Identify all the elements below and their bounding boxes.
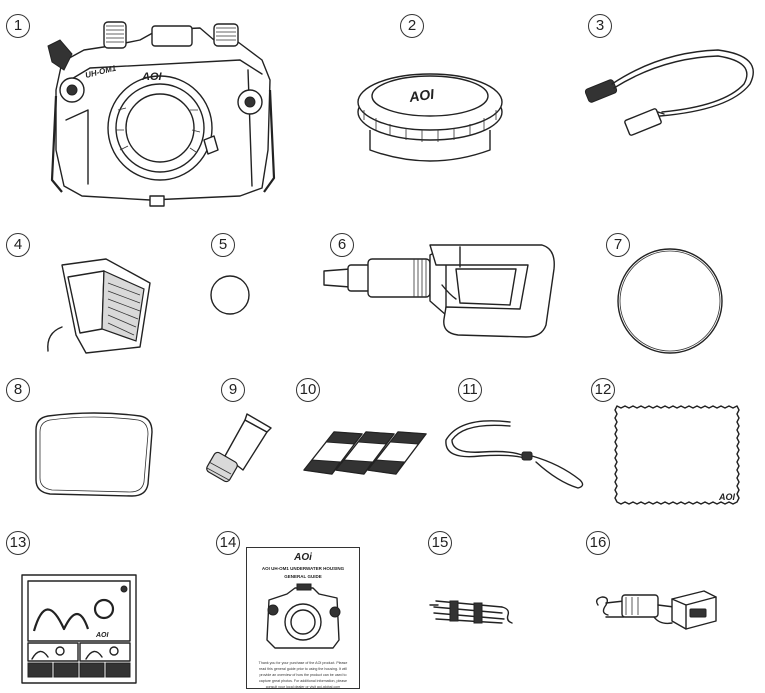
sticker-sheet-icon: AOI	[21, 574, 137, 684]
item-3-usb-cable: 3	[570, 0, 765, 160]
item-number-15: 15	[428, 531, 452, 555]
item-8-rect-o-ring: 8	[0, 370, 180, 510]
item-6-vacuum-pump: 6	[310, 225, 570, 355]
lcd-hood-icon	[47, 258, 151, 354]
manual-subtitle: GENERAL GUIDE	[284, 574, 322, 579]
vacuum-pump-icon	[323, 244, 555, 338]
item-number-14: 14	[216, 531, 240, 555]
item-number-5: 5	[211, 233, 235, 257]
item-number-13: 13	[6, 531, 30, 555]
item-number-16: 16	[586, 531, 610, 555]
camera-housing-icon: UH-OM1 AOI	[47, 21, 276, 207]
sticker-brand-logo: AOI	[95, 632, 110, 639]
rectangular-o-ring-icon	[35, 412, 153, 497]
item-4-lcd-hood: 4	[0, 225, 180, 365]
cap-brand-logo: AOI	[407, 86, 436, 106]
item-number-12: 12	[591, 378, 615, 402]
housing-cap-icon: AOI	[357, 73, 503, 162]
small-o-ring-icon	[210, 275, 250, 315]
cable-bundle-icon	[429, 600, 513, 624]
item-number-6: 6	[330, 233, 354, 257]
item-number-3: 3	[588, 14, 612, 38]
item-2-cap: 2 AOI	[340, 0, 520, 190]
optical-cable-adapter-icon	[595, 590, 717, 630]
cleaning-cloth-icon: AOI	[614, 405, 740, 505]
manual-housing-illustration	[266, 583, 341, 649]
item-number-2: 2	[400, 14, 424, 38]
item-10-silica-gel: 10	[290, 370, 440, 510]
item-number-8: 8	[6, 378, 30, 402]
large-o-ring-icon	[617, 248, 723, 354]
item-16-optical-adapter: 16	[580, 525, 765, 693]
item-number-1: 1	[6, 14, 30, 38]
manual-logo: AOi	[294, 552, 312, 563]
item-11-lanyard: 11	[440, 370, 600, 510]
housing-brand-logo: AOI	[141, 71, 163, 83]
item-number-10: 10	[296, 378, 320, 402]
item-number-11: 11	[458, 378, 482, 402]
user-manual-icon: AOi AOI UH-OM1 UNDERWATER HOUSING GENERA…	[246, 547, 360, 689]
item-5-small-o-ring: 5	[195, 225, 275, 335]
item-number-9: 9	[221, 378, 245, 402]
item-13-stickers: 13 AOI	[0, 525, 160, 693]
item-12-cleaning-cloth: 12 AOI	[585, 370, 765, 515]
item-14-manual: 14 AOi AOI UH-OM1 UNDERWATER HOUSING GEN…	[210, 525, 380, 693]
manual-title: AOI UH-OM1 UNDERWATER HOUSING	[261, 566, 345, 571]
item-7-large-o-ring: 7	[600, 225, 765, 365]
grease-tube-icon	[206, 413, 272, 483]
item-number-4: 4	[6, 233, 30, 257]
item-9-grease-tube: 9	[185, 370, 285, 510]
item-1-housing: 1 UH-OM1 AOI	[0, 0, 290, 220]
cloth-brand-logo: AOI	[718, 492, 736, 502]
silica-gel-packs-icon	[303, 431, 427, 475]
manual-body: Thank you for your purchase of the AOI p…	[258, 661, 348, 689]
item-15-cable-bundle: 15	[410, 525, 540, 693]
lanyard-icon	[445, 420, 584, 489]
item-number-7: 7	[606, 233, 630, 257]
usb-cable-icon	[584, 49, 754, 136]
